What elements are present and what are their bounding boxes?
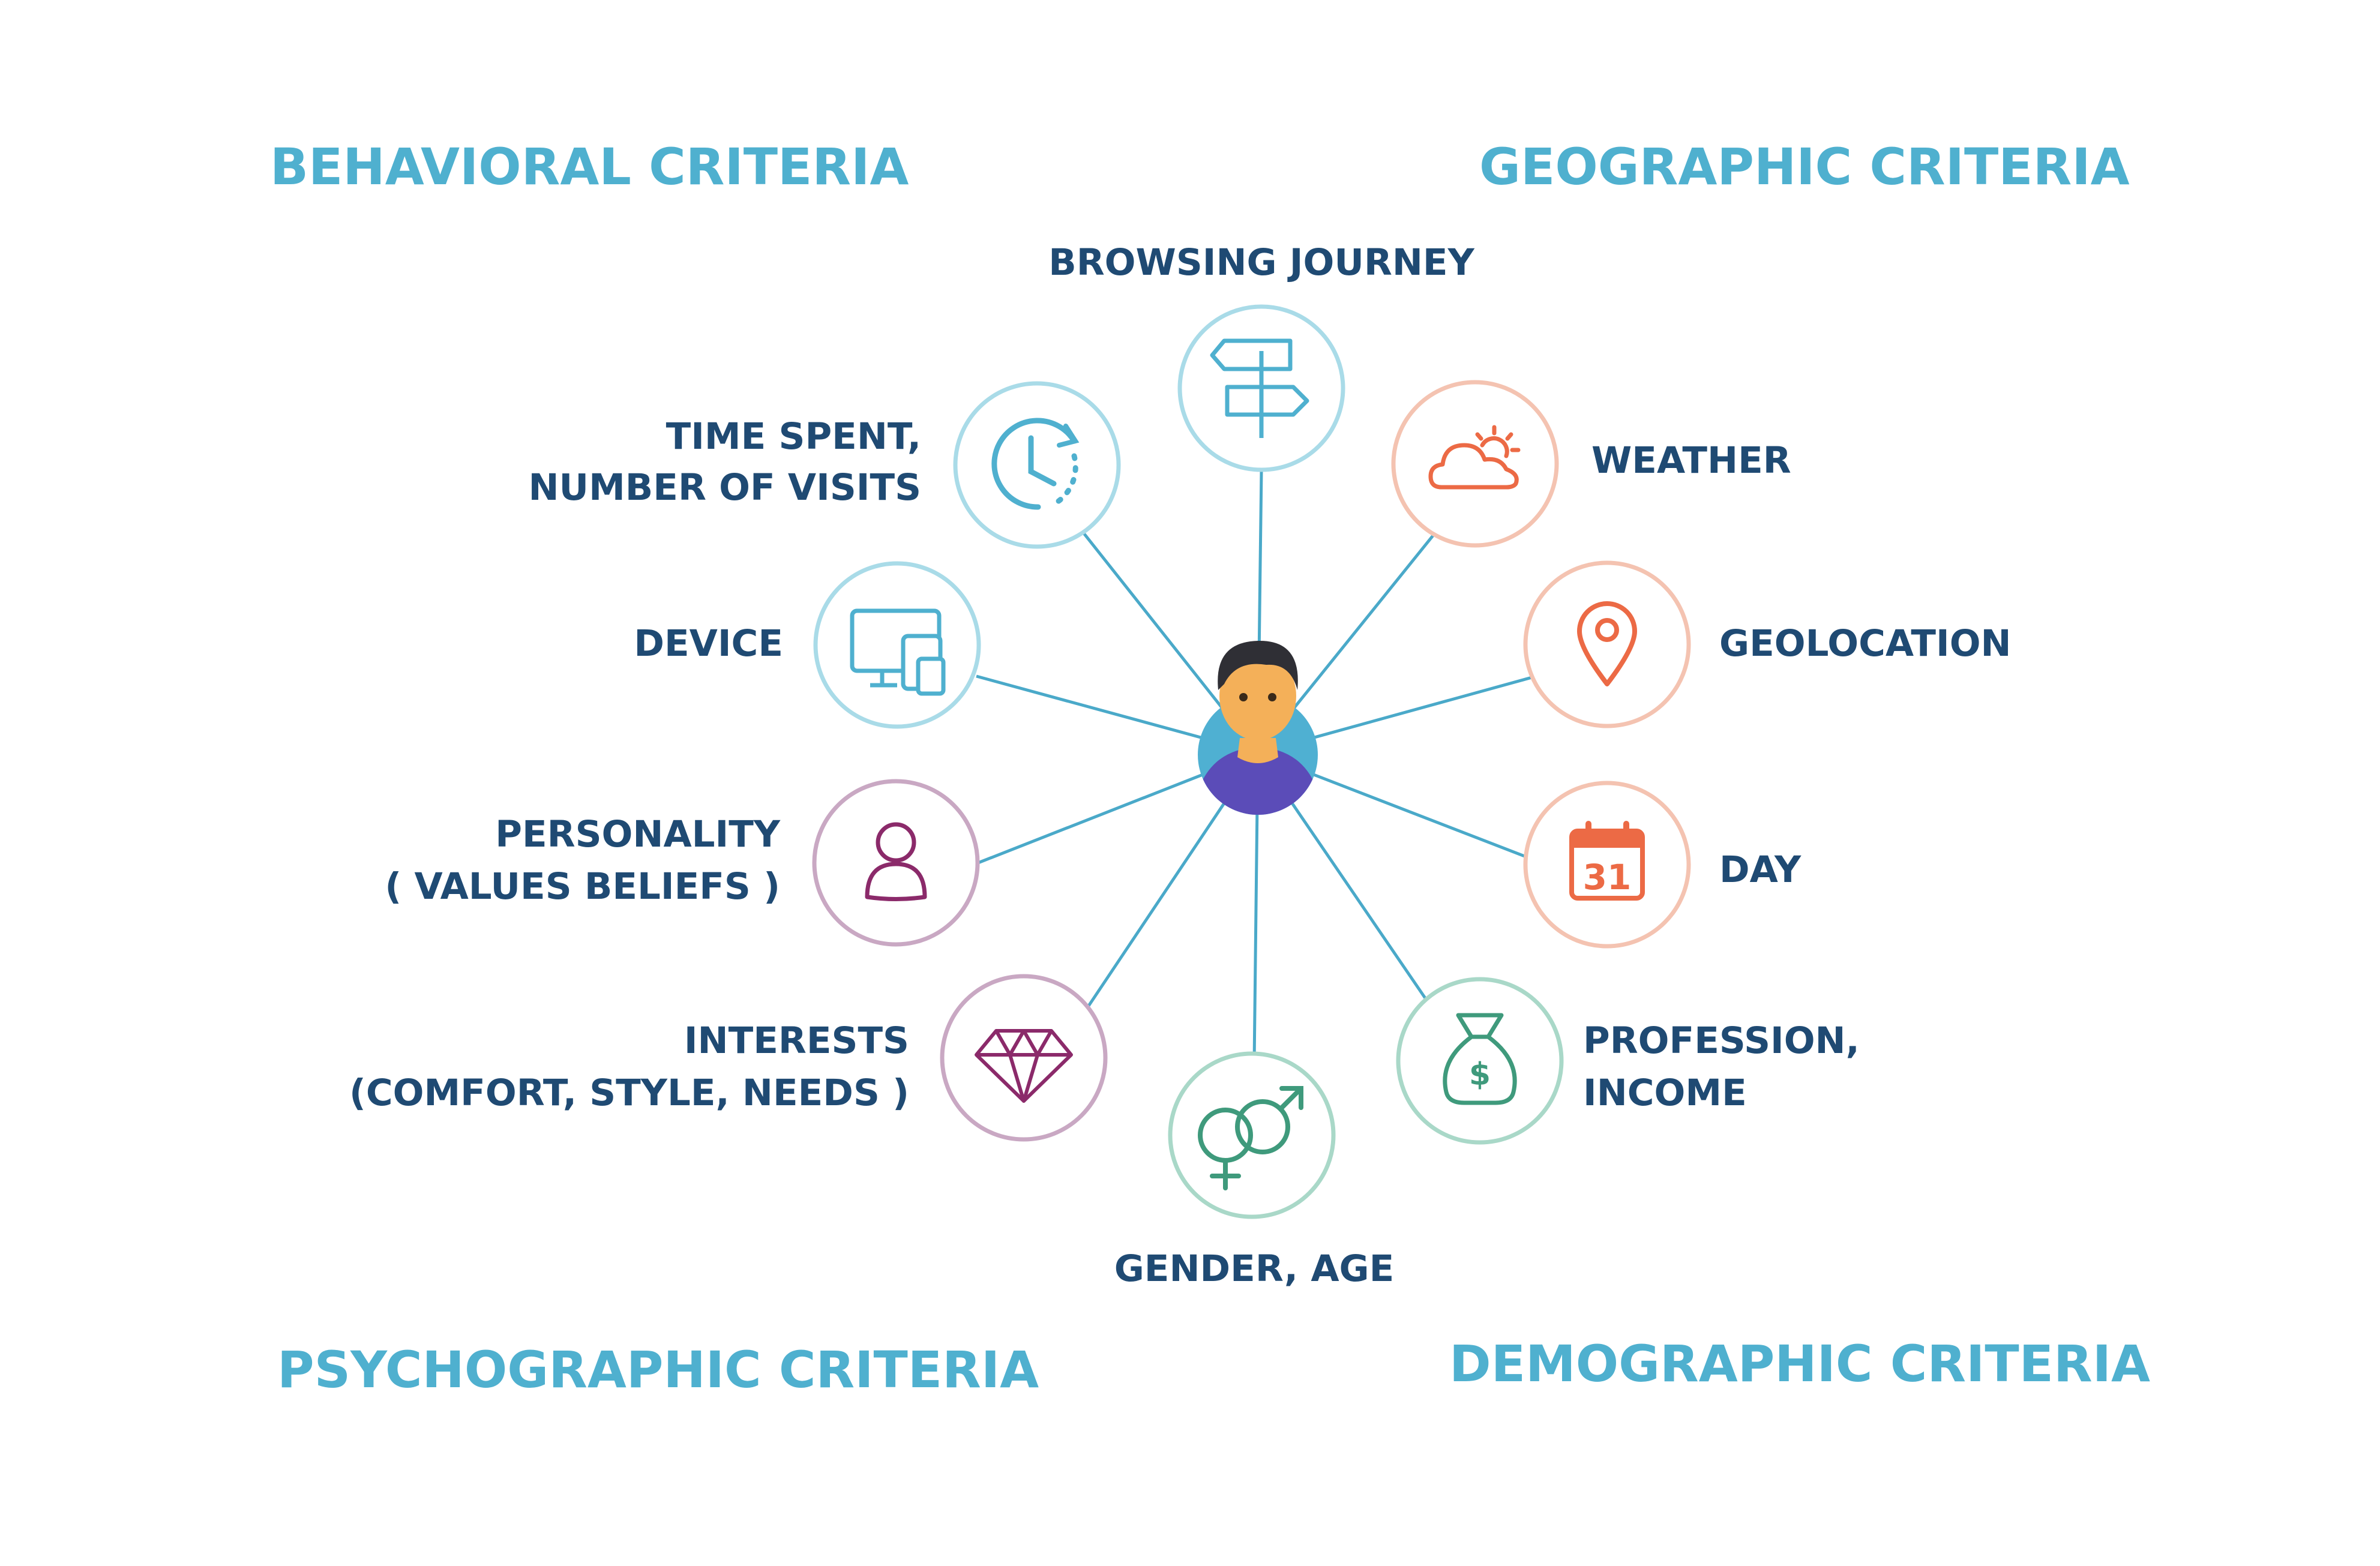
weather-label: WEATHER bbox=[1591, 439, 1791, 482]
node-browsing-journey: BROWSING JOURNEY bbox=[1048, 241, 1475, 472]
signpost-icon bbox=[1210, 338, 1309, 438]
node-personality: PERSONALITY ( VALUES BELIEFS ) bbox=[385, 779, 980, 947]
gender-age-label: GENDER, AGE bbox=[1114, 1247, 1395, 1290]
node-gender-age: GENDER, AGE bbox=[1114, 1051, 1395, 1290]
node-interests: INTERESTS (COMFORT, STYLE, NEEDS ) bbox=[349, 974, 1108, 1142]
psychographic-criteria-title: PSYCHOGRAPHIC CRITERIA bbox=[277, 1340, 1039, 1399]
node-time-spent: TIME SPENT, NUMBER OF VISITS bbox=[529, 381, 1121, 549]
user-avatar-icon bbox=[1198, 640, 1318, 815]
personality-label-line-2: ( VALUES BELIEFS ) bbox=[385, 865, 780, 908]
profession-label-line-1: PROFESSION, bbox=[1583, 1019, 1860, 1062]
node-day: 31 DAY bbox=[1523, 781, 1802, 949]
geolocation-label: GEOLOCATION bbox=[1719, 622, 2012, 665]
device-label: DEVICE bbox=[634, 622, 783, 665]
node-geolocation: GEOLOCATION bbox=[1523, 560, 2012, 728]
profession-label-line-2: INCOME bbox=[1583, 1072, 1747, 1114]
node-profession: $ PROFESSION, INCOME bbox=[1396, 977, 1860, 1145]
day-label: DAY bbox=[1719, 848, 1802, 891]
interests-label-line-1: INTERESTS bbox=[684, 1019, 909, 1062]
clock-icon bbox=[991, 418, 1080, 510]
money-bag-icon bbox=[1443, 1013, 1517, 1105]
person-icon bbox=[865, 822, 927, 901]
money-bag-dollar-glyph: $ bbox=[1469, 1057, 1491, 1093]
gender-icon bbox=[1198, 1086, 1303, 1190]
node-device: DEVICE bbox=[634, 561, 981, 729]
personality-label-line-1: PERSONALITY bbox=[495, 813, 781, 856]
weather-icon bbox=[1428, 425, 1521, 490]
behavioral-criteria-title: BEHAVIORAL CRITERIA bbox=[270, 137, 909, 196]
calendar-icon: 31 bbox=[1569, 821, 1645, 901]
demographic-criteria-title: DEMOGRAPHIC CRITERIA bbox=[1449, 1334, 2150, 1393]
time-spent-label-line-1: TIME SPENT, bbox=[666, 415, 921, 458]
location-pin-icon bbox=[1577, 601, 1637, 686]
devices-icon bbox=[850, 608, 946, 696]
diamond-icon bbox=[975, 1029, 1073, 1103]
node-weather: WEATHER bbox=[1391, 380, 1791, 548]
geographic-criteria-title: GEOGRAPHIC CRITERIA bbox=[1479, 137, 2130, 196]
interests-label-line-2: (COMFORT, STYLE, NEEDS ) bbox=[349, 1072, 909, 1114]
time-spent-label-line-2: NUMBER OF VISITS bbox=[529, 466, 922, 509]
browsing-journey-label: BROWSING JOURNEY bbox=[1048, 241, 1474, 284]
calendar-day-number: 31 bbox=[1583, 857, 1632, 898]
